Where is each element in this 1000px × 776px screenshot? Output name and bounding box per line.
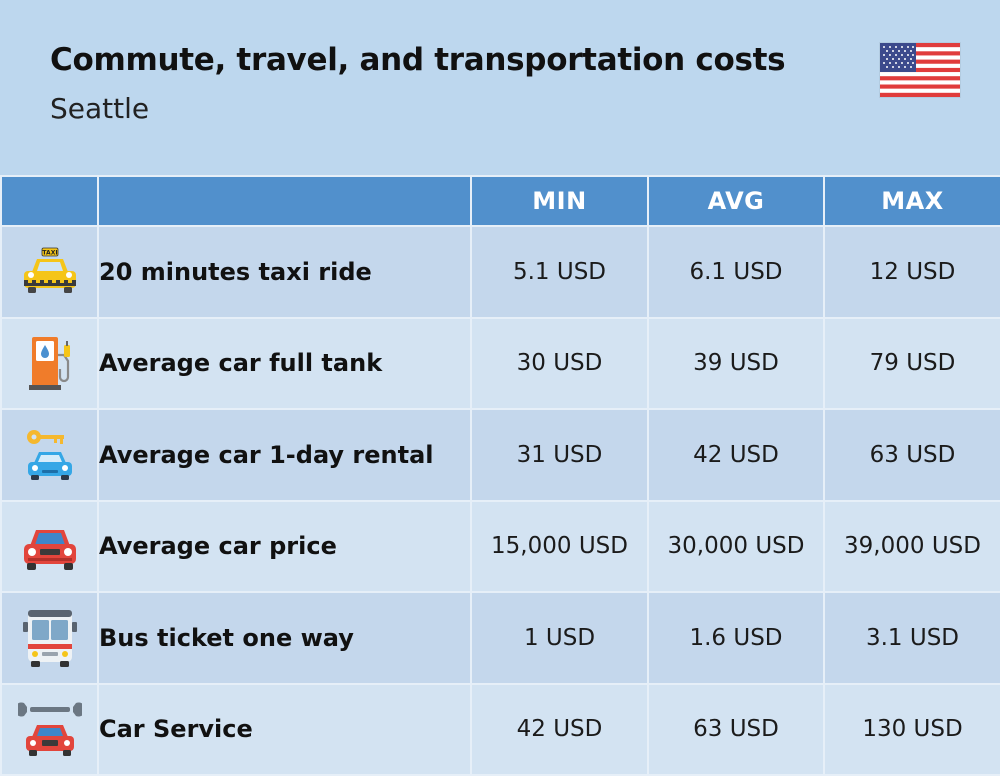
table-row: TAXI 20 minutes taxi ride 5.1 USD 6.1: [0, 225, 1000, 319]
avg-value: 6.1 USD: [647, 225, 825, 319]
max-value: 3.1 USD: [823, 591, 1000, 685]
row-label: Bus ticket one way: [97, 591, 472, 685]
min-value: 31 USD: [470, 408, 649, 502]
row-label: Car Service: [97, 682, 472, 776]
max-column-header: MAX: [823, 175, 1000, 227]
table-header-row: MIN AVG MAX: [0, 175, 1000, 227]
bus-icon: [18, 606, 82, 670]
row-label: Average car 1-day rental: [97, 408, 472, 502]
max-value: 79 USD: [823, 316, 1000, 410]
max-value: 39,000 USD: [823, 499, 1000, 593]
table-row: Average car price 15,000 USD 30,000 USD …: [0, 499, 1000, 593]
min-value: 1 USD: [470, 591, 649, 685]
avg-column-header: AVG: [647, 175, 825, 227]
icon-column-header: [0, 175, 99, 227]
page-title: Commute, travel, and transportation cost…: [50, 42, 786, 78]
car-rental-key-icon: [18, 423, 82, 487]
row-label: Average car full tank: [97, 316, 472, 410]
table-row: Car Service 42 USD 63 USD 130 USD: [0, 682, 1000, 776]
table-row: Average car full tank 30 USD 39 USD 79 U…: [0, 316, 1000, 410]
max-value: 130 USD: [823, 682, 1000, 776]
taxi-icon: TAXI: [18, 240, 82, 304]
min-value: 42 USD: [470, 682, 649, 776]
avg-value: 39 USD: [647, 316, 825, 410]
avg-value: 30,000 USD: [647, 499, 825, 593]
min-value: 15,000 USD: [470, 499, 649, 593]
max-value: 12 USD: [823, 225, 1000, 319]
svg-text:TAXI: TAXI: [42, 249, 57, 256]
row-label: 20 minutes taxi ride: [97, 225, 472, 319]
min-column-header: MIN: [470, 175, 649, 227]
fuel-pump-icon: [18, 331, 82, 395]
city-subtitle: Seattle: [50, 92, 150, 125]
min-value: 5.1 USD: [470, 225, 649, 319]
us-flag-icon: [880, 43, 960, 97]
row-label: Average car price: [97, 499, 472, 593]
min-value: 30 USD: [470, 316, 649, 410]
car-service-wrench-icon: [13, 697, 86, 761]
table-row: Bus ticket one way 1 USD 1.6 USD 3.1 USD: [0, 591, 1000, 685]
page-header: Commute, travel, and transportation cost…: [0, 0, 1000, 175]
label-column-header: [97, 175, 472, 227]
car-icon: [18, 514, 82, 578]
costs-table: MIN AVG MAX TAXI: [0, 175, 1000, 776]
avg-value: 42 USD: [647, 408, 825, 502]
max-value: 63 USD: [823, 408, 1000, 502]
avg-value: 63 USD: [647, 682, 825, 776]
table-row: Average car 1-day rental 31 USD 42 USD 6…: [0, 408, 1000, 502]
avg-value: 1.6 USD: [647, 591, 825, 685]
